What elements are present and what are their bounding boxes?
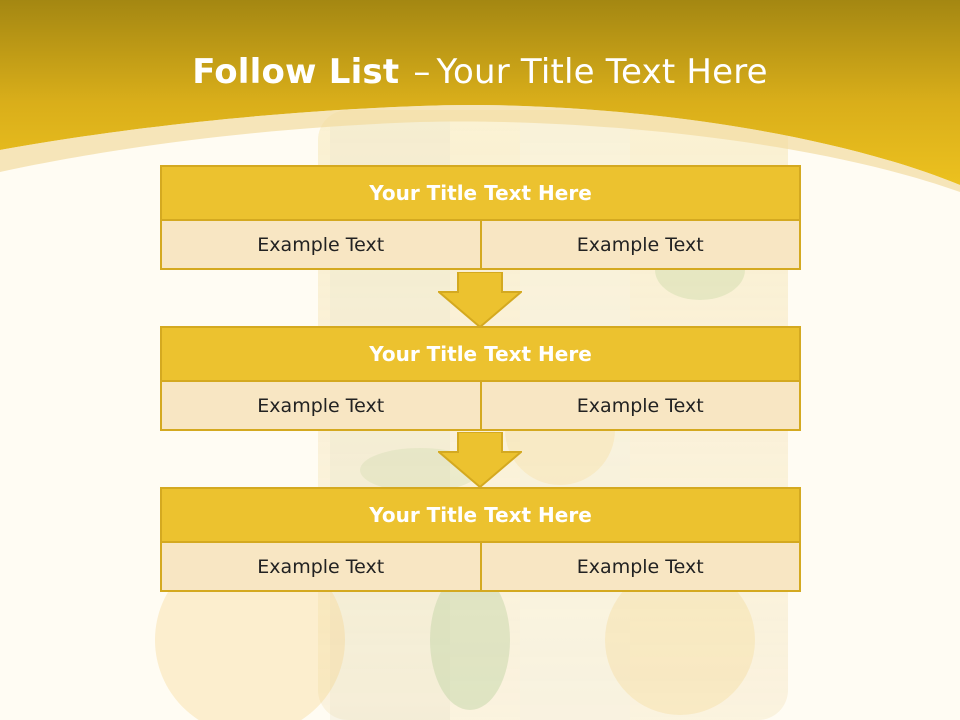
down-arrow-icon — [438, 432, 522, 488]
block-row: Example Text Example Text — [160, 543, 801, 592]
block-title: Your Title Text Here — [160, 326, 801, 382]
block-cell-left: Example Text — [160, 221, 482, 270]
block-cell-left: Example Text — [160, 382, 482, 431]
block-row: Example Text Example Text — [160, 382, 801, 431]
block-cell-right: Example Text — [481, 382, 801, 431]
header-curve-highlight — [0, 104, 960, 192]
block-cell-left: Example Text — [160, 543, 482, 592]
block-cell-right: Example Text — [481, 543, 801, 592]
title-separator: – — [413, 52, 431, 92]
header-banner — [0, 0, 960, 185]
slide-title: Follow List–Your Title Text Here — [0, 52, 960, 92]
block-row: Example Text Example Text — [160, 221, 801, 270]
block-title: Your Title Text Here — [160, 487, 801, 543]
block-cell-right: Example Text — [481, 221, 801, 270]
title-bold-part: Follow List — [192, 52, 400, 92]
title-regular-part: Your Title Text Here — [436, 52, 768, 92]
block-title: Your Title Text Here — [160, 165, 801, 221]
flow-block-2: Your Title Text Here Example Text Exampl… — [160, 326, 801, 431]
flow-block-1: Your Title Text Here Example Text Exampl… — [160, 165, 801, 270]
down-arrow-icon — [438, 272, 522, 328]
flow-block-3: Your Title Text Here Example Text Exampl… — [160, 487, 801, 592]
